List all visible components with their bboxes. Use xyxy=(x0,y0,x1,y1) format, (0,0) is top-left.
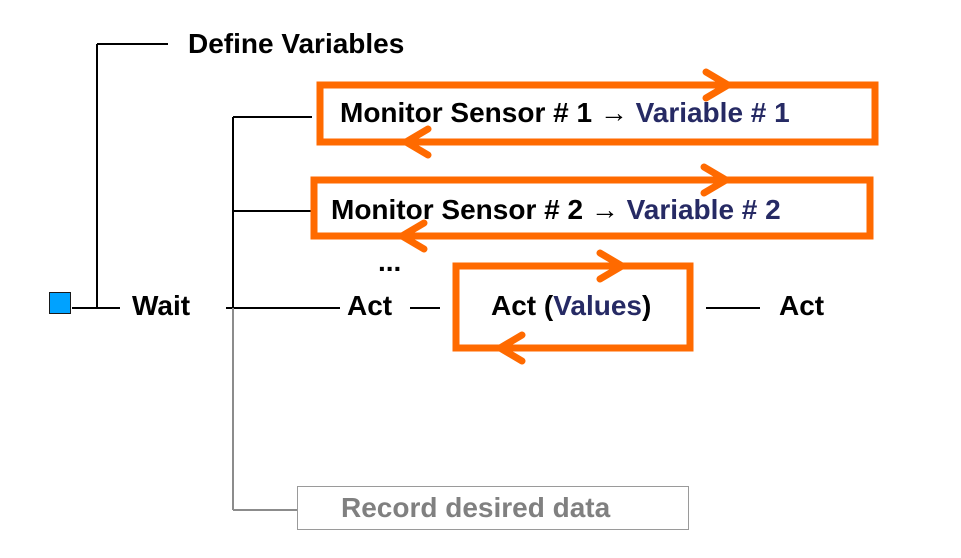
act-values-suffix: ) xyxy=(641,290,652,321)
monitor-sensor-2-label: Monitor Sensor # 2 → Variable # 2 xyxy=(331,196,781,224)
record-data-box xyxy=(297,486,689,530)
variable-1-text: Variable # 1 xyxy=(635,97,790,128)
ellipsis-label: ... xyxy=(378,246,402,277)
arrow-icon: → xyxy=(590,194,619,225)
monitor-1-loop-box xyxy=(316,81,879,146)
start-node-icon xyxy=(49,292,71,314)
act-values-prefix: Act ( xyxy=(491,290,554,321)
monitor-1-text: Monitor Sensor # 1 xyxy=(340,97,600,128)
monitor-sensor-1-label: Monitor Sensor # 1 → Variable # 1 xyxy=(340,99,790,127)
loop-arrow-right-icon xyxy=(596,249,626,283)
wait-label: Wait xyxy=(132,290,191,321)
act-values-label: Act (Values) xyxy=(491,292,651,320)
act-1-label: Act xyxy=(347,290,393,321)
loop-arrow-left-icon xyxy=(496,331,526,365)
loop-arrow-left-icon xyxy=(402,125,432,159)
act-values-loop-box xyxy=(452,262,694,352)
act-3-label: Act xyxy=(779,290,825,321)
variable-2-text: Variable # 2 xyxy=(626,194,781,225)
record-data-label: Record desired data xyxy=(341,492,611,523)
arrow-icon: → xyxy=(599,97,628,128)
define-variables-label: Define Variables xyxy=(188,28,405,59)
loop-arrow-right-icon xyxy=(700,163,730,197)
loop-arrow-left-icon xyxy=(398,219,428,253)
monitor-2-loop-box xyxy=(310,176,874,240)
loop-arrow-right-icon xyxy=(702,68,732,102)
values-text: Values xyxy=(553,290,642,321)
monitor-2-text: Monitor Sensor # 2 xyxy=(331,194,591,225)
